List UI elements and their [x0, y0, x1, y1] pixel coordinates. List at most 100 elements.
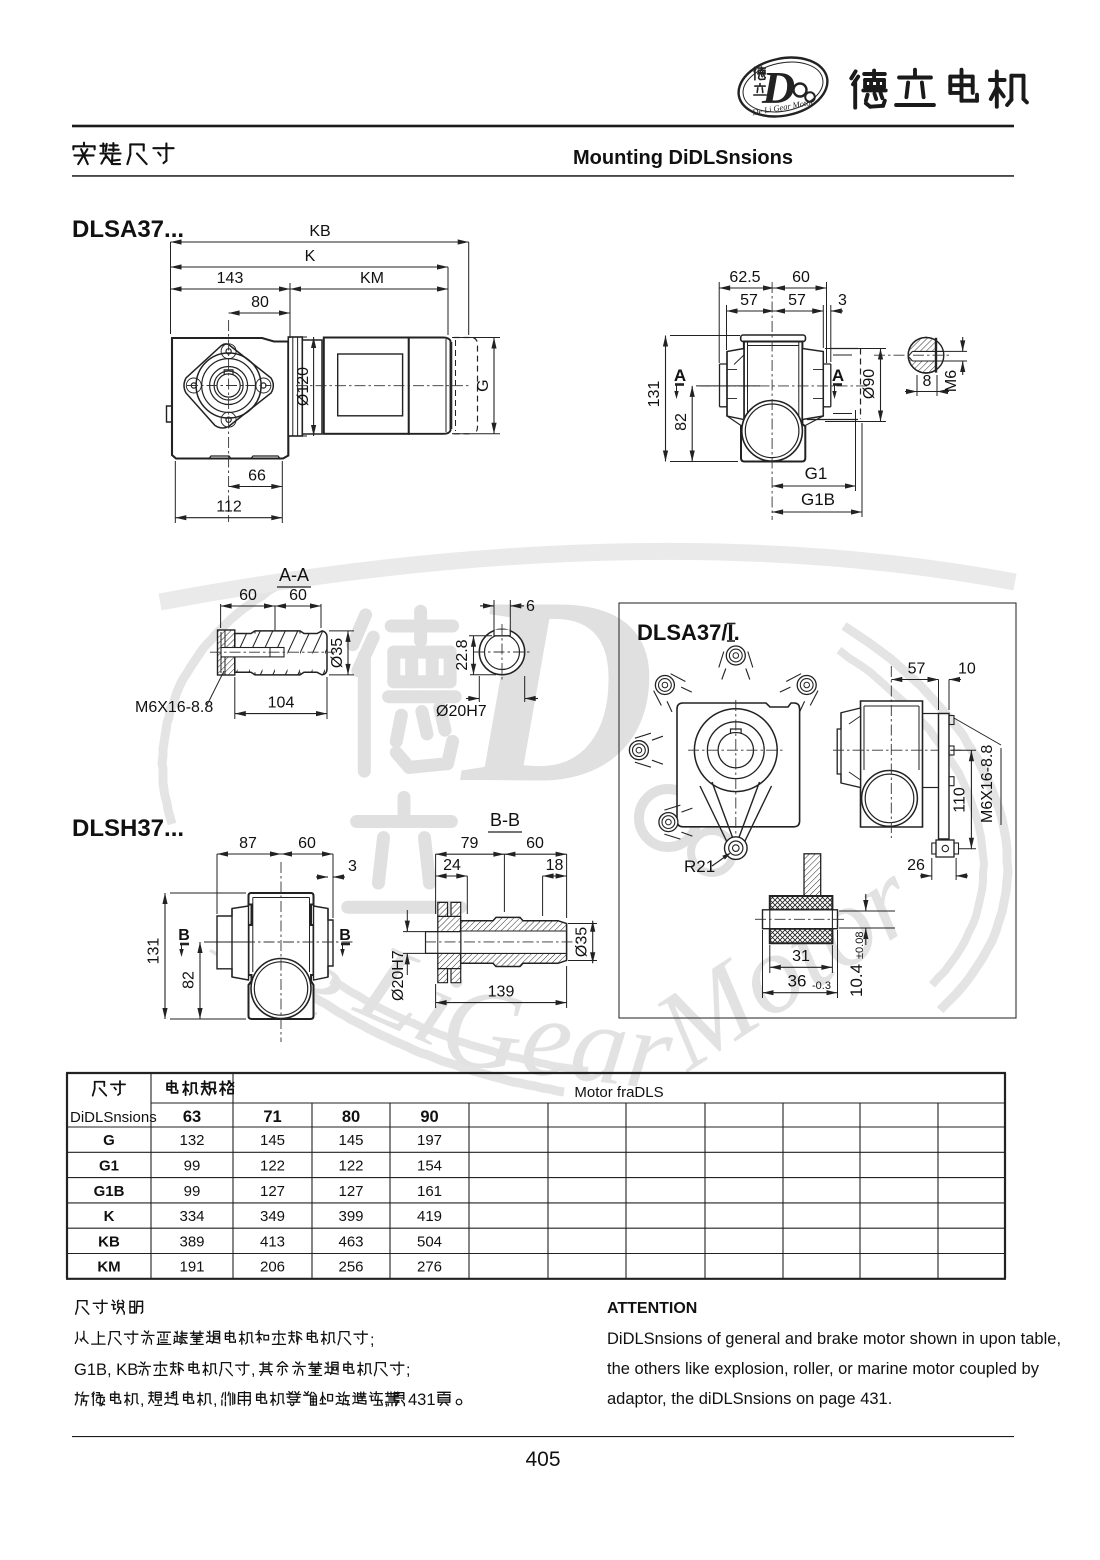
svg-text:Ø20H7: Ø20H7 [390, 950, 407, 1001]
svg-text:132: 132 [179, 1132, 204, 1149]
svg-text:B: B [339, 927, 351, 944]
svg-text:R21: R21 [684, 857, 715, 876]
svg-text:Mounting DiDLSnsions: Mounting DiDLSnsions [573, 147, 793, 169]
svg-text:DLSA37/I.: DLSA37/I. [637, 620, 740, 645]
svg-text:26: 26 [907, 857, 925, 874]
svg-text:3: 3 [348, 858, 357, 875]
svg-text:,: , [213, 1392, 217, 1409]
svg-text:431: 431 [408, 1391, 436, 1409]
svg-text:256: 256 [338, 1259, 363, 1276]
svg-text:197: 197 [417, 1132, 442, 1149]
svg-text:Motor fraDLS: Motor fraDLS [574, 1084, 663, 1101]
svg-text:31: 31 [792, 948, 810, 965]
svg-text:,: , [384, 1392, 388, 1409]
svg-text:G: G [475, 379, 492, 391]
svg-text:22.8: 22.8 [454, 639, 471, 670]
svg-text:G: G [103, 1132, 115, 1149]
svg-text:399: 399 [338, 1208, 363, 1225]
svg-text:B-B: B-B [490, 810, 520, 830]
svg-text:10: 10 [958, 661, 976, 678]
svg-text:DLSA37...: DLSA37... [72, 216, 184, 243]
svg-text:M6X16-8.8: M6X16-8.8 [135, 699, 213, 716]
svg-text:82: 82 [673, 413, 690, 431]
svg-text:87: 87 [239, 835, 257, 852]
svg-text:;: ; [406, 1362, 410, 1379]
svg-text:M6X16-8.8: M6X16-8.8 [979, 745, 996, 823]
svg-text:131: 131 [646, 381, 663, 408]
svg-text:G1: G1 [99, 1157, 119, 1174]
svg-text:127: 127 [338, 1183, 363, 1200]
svg-text:Ø20H7: Ø20H7 [436, 703, 487, 720]
svg-text:139: 139 [488, 984, 515, 1001]
svg-text:6: 6 [526, 598, 535, 615]
svg-text:M6: M6 [943, 370, 960, 392]
svg-text:276: 276 [417, 1259, 442, 1276]
svg-text:112: 112 [216, 499, 242, 516]
svg-text:,: , [140, 1392, 144, 1409]
svg-text:-0.3: -0.3 [812, 980, 831, 992]
svg-text:A: A [674, 366, 686, 385]
svg-text:60: 60 [526, 835, 544, 852]
svg-text:DiDLSnsions of general and bra: DiDLSnsions of general and brake motor s… [607, 1330, 1061, 1348]
svg-text:127: 127 [260, 1183, 285, 1200]
svg-text:122: 122 [260, 1157, 285, 1174]
svg-text:G1B, KB: G1B, KB [74, 1361, 138, 1379]
svg-text:413: 413 [260, 1233, 285, 1250]
svg-text:10.4: 10.4 [847, 964, 866, 997]
svg-text:K: K [104, 1208, 115, 1225]
svg-text:;: ; [370, 1332, 374, 1349]
svg-text:A-A: A-A [279, 565, 309, 585]
svg-text:463: 463 [338, 1233, 363, 1250]
svg-text:143: 143 [217, 270, 244, 287]
svg-text:B: B [178, 927, 190, 944]
svg-text:,: , [251, 1362, 255, 1379]
svg-text:60: 60 [289, 587, 307, 604]
svg-text:KM: KM [360, 270, 384, 287]
svg-text:G1B: G1B [801, 490, 835, 509]
svg-text:Ø90: Ø90 [861, 369, 878, 399]
svg-text:334: 334 [179, 1208, 204, 1225]
svg-text:79: 79 [461, 835, 479, 852]
svg-text:145: 145 [338, 1132, 363, 1149]
svg-text:±0.08: ±0.08 [854, 932, 866, 959]
svg-text:8: 8 [923, 373, 932, 390]
svg-text:62.5: 62.5 [729, 269, 760, 286]
svg-text:K: K [305, 248, 316, 265]
svg-text:D: D [458, 541, 656, 838]
svg-text:Ø35: Ø35 [574, 927, 591, 957]
svg-text:KB: KB [309, 223, 330, 240]
svg-text:206: 206 [260, 1259, 285, 1276]
svg-text:57: 57 [788, 292, 806, 309]
svg-text:122: 122 [338, 1157, 363, 1174]
svg-text:99: 99 [184, 1157, 201, 1174]
svg-text:191: 191 [179, 1259, 204, 1276]
svg-text:110: 110 [952, 787, 969, 813]
svg-text:60: 60 [239, 587, 257, 604]
svg-text:66: 66 [248, 468, 266, 485]
svg-text:82: 82 [181, 971, 198, 989]
svg-text:KB: KB [98, 1233, 120, 1250]
svg-text:18: 18 [546, 857, 564, 874]
svg-text:60: 60 [792, 269, 810, 286]
svg-text:Ø120: Ø120 [295, 367, 312, 406]
svg-text:DiDLSnsions: DiDLSnsions [70, 1109, 157, 1126]
svg-text:ATTENTION: ATTENTION [607, 1300, 697, 1317]
svg-text:161: 161 [417, 1183, 442, 1200]
svg-text:154: 154 [417, 1157, 442, 1174]
svg-text:131: 131 [146, 938, 163, 965]
svg-text:80: 80 [251, 294, 269, 311]
svg-text:419: 419 [417, 1208, 442, 1225]
svg-text:405: 405 [525, 1448, 560, 1471]
svg-text:145: 145 [260, 1132, 285, 1149]
svg-text:G1: G1 [805, 464, 828, 483]
svg-text:57: 57 [908, 661, 926, 678]
svg-text:104: 104 [268, 695, 295, 712]
svg-text:Ø35: Ø35 [329, 638, 346, 668]
svg-text:90: 90 [420, 1108, 438, 1126]
svg-text:60: 60 [298, 835, 316, 852]
svg-text:99: 99 [184, 1183, 201, 1200]
svg-text:389: 389 [179, 1233, 204, 1250]
svg-text:57: 57 [740, 292, 758, 309]
svg-text:504: 504 [417, 1233, 442, 1250]
svg-text:3: 3 [838, 292, 847, 309]
